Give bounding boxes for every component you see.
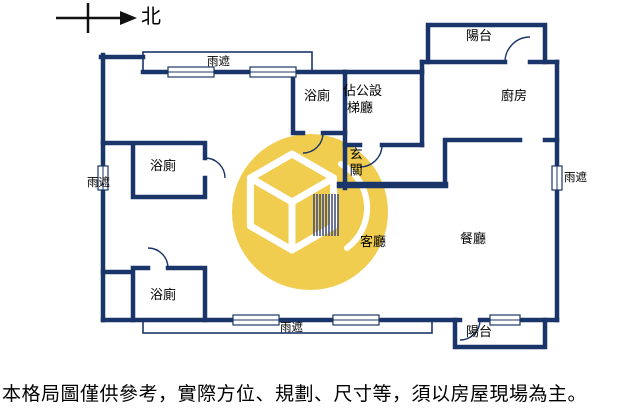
label-foyer: 玄關 — [346, 147, 362, 179]
disclaimer-text: 本格局圖僅供參考，實際方位、規劃、尺寸等，須以房屋現場為主。 — [2, 383, 588, 405]
label-bath-mid-left: 浴廁 — [150, 159, 177, 174]
north-label: 北 — [141, 4, 161, 28]
wall-balcony-bottom — [452, 317, 548, 350]
label-bath-top: 浴廁 — [304, 89, 331, 104]
door-arcs — [147, 36, 531, 341]
label-canopy-right: 雨遮 — [564, 170, 587, 184]
windows — [97, 66, 563, 326]
label-canopy-bottom: 雨遮 — [280, 320, 303, 334]
door-bath-top — [302, 132, 324, 154]
label-living-room: 客廳 — [360, 235, 387, 250]
label-dining-room: 餐廳 — [460, 232, 487, 247]
door-foyer — [359, 144, 383, 168]
label-bath-bottom-left: 浴廁 — [150, 288, 177, 303]
watermark-stripes — [313, 194, 339, 236]
door-bath-left-2 — [147, 247, 169, 269]
compass — [56, 3, 137, 33]
watermark-logo — [232, 134, 388, 290]
label-balcony-top: 陽台 — [466, 29, 493, 44]
label-public-line1: 佔公設 — [343, 84, 383, 99]
label-kitchen: 廚房 — [501, 89, 528, 104]
door-bath-left-1 — [204, 157, 226, 179]
wall-balcony-top — [425, 22, 548, 65]
compass-arrow-icon — [120, 11, 137, 25]
wall-bath-left-1 — [100, 140, 208, 200]
label-public-line2: 梯廳 — [347, 101, 374, 116]
wall-bath-left-2 — [100, 265, 208, 323]
label-canopy-top: 雨遮 — [207, 54, 230, 68]
watermark-swoosh — [338, 161, 371, 251]
walls — [98, 22, 560, 350]
wall-kitchen-bottom — [442, 137, 560, 188]
door-kitchen-balcony — [504, 36, 531, 63]
door-balcony-bottom — [459, 319, 481, 341]
watermark-cube-lines — [246, 174, 338, 254]
label-canopy-left: 雨遮 — [87, 175, 110, 189]
wall-bath-top — [290, 69, 348, 136]
label-balcony-bottom: 陽台 — [466, 325, 493, 340]
